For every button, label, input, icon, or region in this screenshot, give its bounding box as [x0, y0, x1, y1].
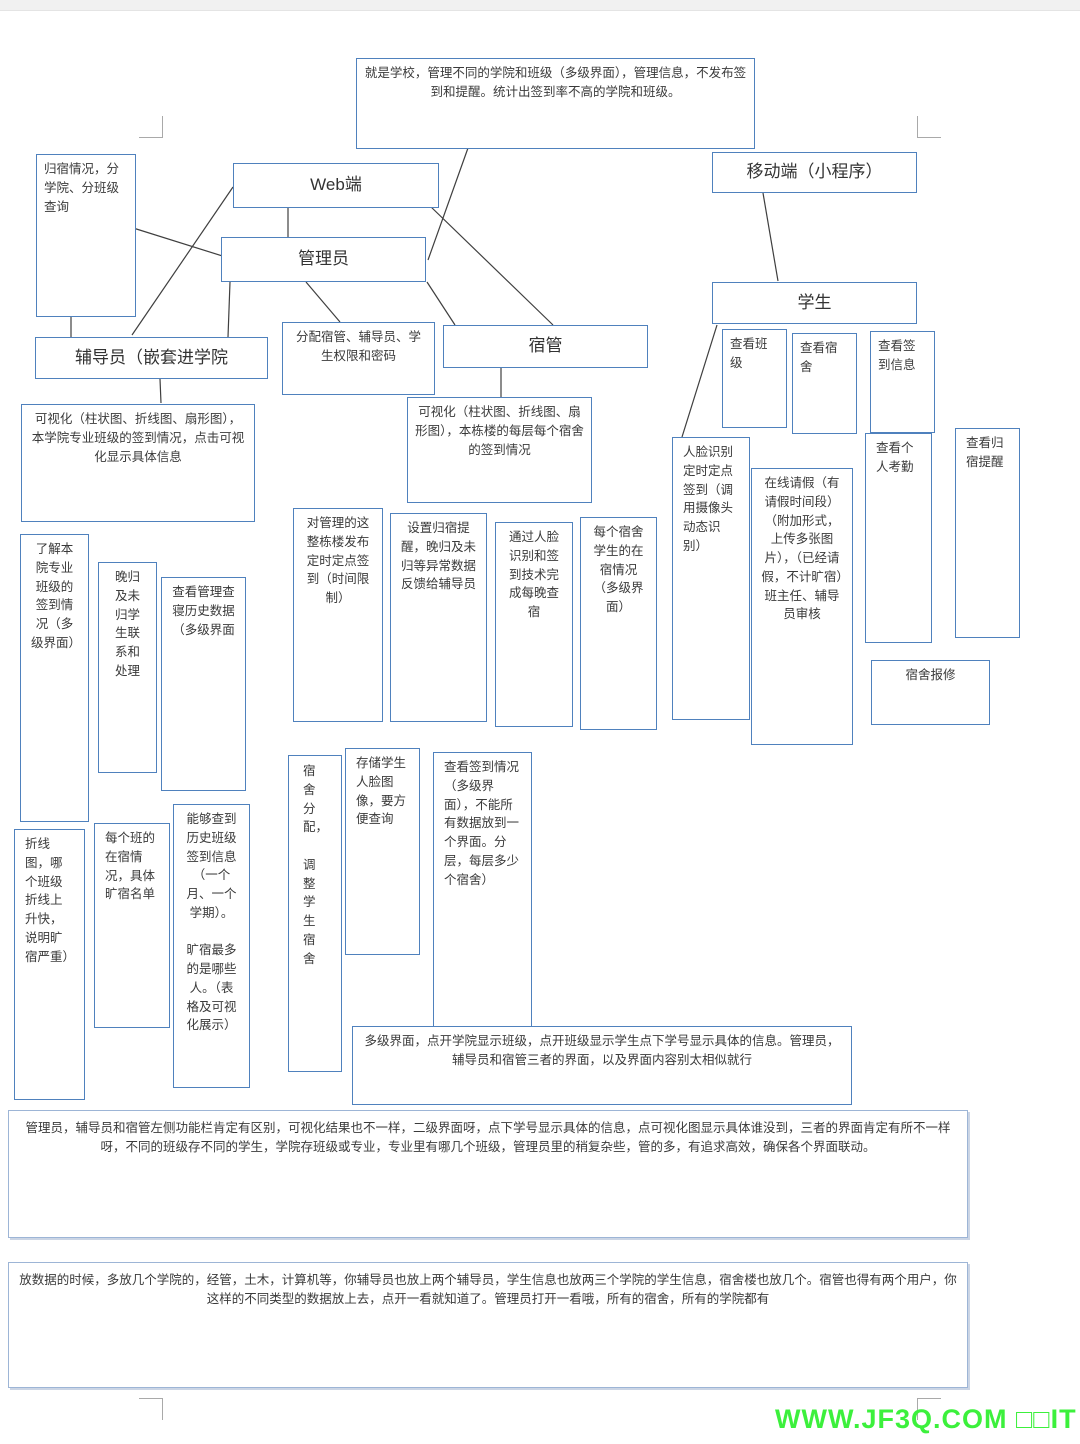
node-view-class[interactable]: 查看班级: [722, 329, 787, 428]
node-face-night-check[interactable]: 通过人脸识别和签到技术完成每晚查宿: [495, 522, 573, 727]
node-face-storage[interactable]: 存储学生人脸图像，要方便查询: [345, 748, 420, 955]
node-view-checkin-info[interactable]: 查看签到信息: [870, 331, 935, 433]
node-view-dorm[interactable]: 查看宿舍: [792, 333, 857, 434]
margin-corner-bottom-left: [139, 1398, 163, 1420]
node-assign-perms[interactable]: 分配宿管、辅导员、学生权限和密码: [282, 322, 435, 395]
node-student[interactable]: 学生: [712, 282, 917, 324]
node-web-client[interactable]: Web端: [233, 163, 439, 208]
connector-line: [305, 281, 341, 323]
margin-corner-top-left: [139, 116, 163, 138]
node-roles-note[interactable]: 管理员，辅导员和宿管左侧功能栏肯定有区别，可视化结果也不一样，二级界面呀，点下学…: [8, 1110, 968, 1238]
node-data-note[interactable]: 放数据的时候，多放几个学院的，经管，土木，计算机等，你辅导员也放上两个辅导员，学…: [8, 1262, 968, 1388]
connector-line: [681, 324, 718, 438]
node-admin[interactable]: 管理员: [221, 237, 426, 282]
node-personal-attendance[interactable]: 查看个人考勤: [865, 433, 932, 643]
node-mobile-client[interactable]: 移动端（小程序）: [712, 152, 917, 193]
node-multilevel-note[interactable]: 多级界面，点开学院显示班级，点开班级显示学生点下学号显示具体的信息。管理员，辅导…: [352, 1026, 852, 1105]
node-building-checkin[interactable]: 对管理的这整栋楼发布定时定点签到（时间限制）: [293, 508, 383, 722]
node-late-return[interactable]: 晚归及未归学生联系和处理: [98, 562, 157, 773]
node-viz-college[interactable]: 可视化（柱状图、折线图、扇形图），本学院专业班级的签到情况，点击可视化显示具体信…: [21, 404, 255, 522]
connector-line: [131, 186, 234, 336]
node-dorm-manager[interactable]: 宿管: [443, 325, 648, 368]
node-face-checkin[interactable]: 人脸识别定时定点签到（调用摄像头动态识别）: [672, 437, 750, 720]
node-return-reminder[interactable]: 查看归宿提醒: [955, 428, 1020, 638]
node-line-chart[interactable]: 折线图，哪个班级折线上升快，说明旷宿严重）: [14, 829, 85, 1100]
node-reminder-feedback[interactable]: 设置归宿提醒，晚归及未归等异常数据反馈给辅导员: [390, 513, 487, 722]
node-dorm-assign[interactable]: 宿舍分配， 调整学生宿舍: [288, 755, 342, 1072]
node-dorm-repair[interactable]: 宿舍报修: [871, 660, 990, 725]
node-online-leave[interactable]: 在线请假（有请假时间段）（附加形式，上传多张图片），（已经请假，不计旷宿）班主任…: [751, 468, 853, 745]
node-checkin-multilevel[interactable]: 查看签到情况（多级界面），不能所有数据放到一个界面。分层，每层多少个宿舍）: [433, 752, 532, 1029]
site-watermark: WWW.JF3Q.COM □□IT: [775, 1404, 1077, 1434]
node-school-note[interactable]: 就是学校，管理不同的学院和班级（多级界面），管理信息，不发布签到和提醒。统计出签…: [356, 58, 755, 149]
connector-line: [762, 192, 779, 282]
node-know-college[interactable]: 了解本院专业班级的签到情况（多级界面）: [20, 534, 89, 822]
node-counselor[interactable]: 辅导员（嵌套进学院: [35, 337, 268, 379]
connector-line: [227, 281, 231, 338]
node-return-query[interactable]: 归宿情况，分学院、分班级查询: [36, 154, 136, 317]
node-history-view[interactable]: 查看管理查寝历史数据（多级界面: [161, 577, 246, 791]
margin-corner-bottom-right: [917, 1398, 941, 1420]
connector-line: [426, 281, 456, 326]
connector-line: [159, 378, 162, 404]
node-class-status[interactable]: 每个班的在宿情况，具体旷宿名单: [94, 823, 170, 1028]
connector-line: [428, 204, 554, 326]
node-history-query[interactable]: 能够查到历史班级签到信息（一个月、一个学期）。 旷宿最多的是哪些人。（表格及可视…: [173, 804, 250, 1088]
node-dorm-status[interactable]: 每个宿舍学生的在宿情况（多级界面）: [580, 517, 657, 730]
margin-corner-top-right: [917, 116, 941, 138]
window-top-strip: [0, 0, 1080, 11]
node-viz-building[interactable]: 可视化（柱状图、折线图、扇形图），本栋楼的每层每个宿舍的签到情况: [407, 397, 592, 503]
